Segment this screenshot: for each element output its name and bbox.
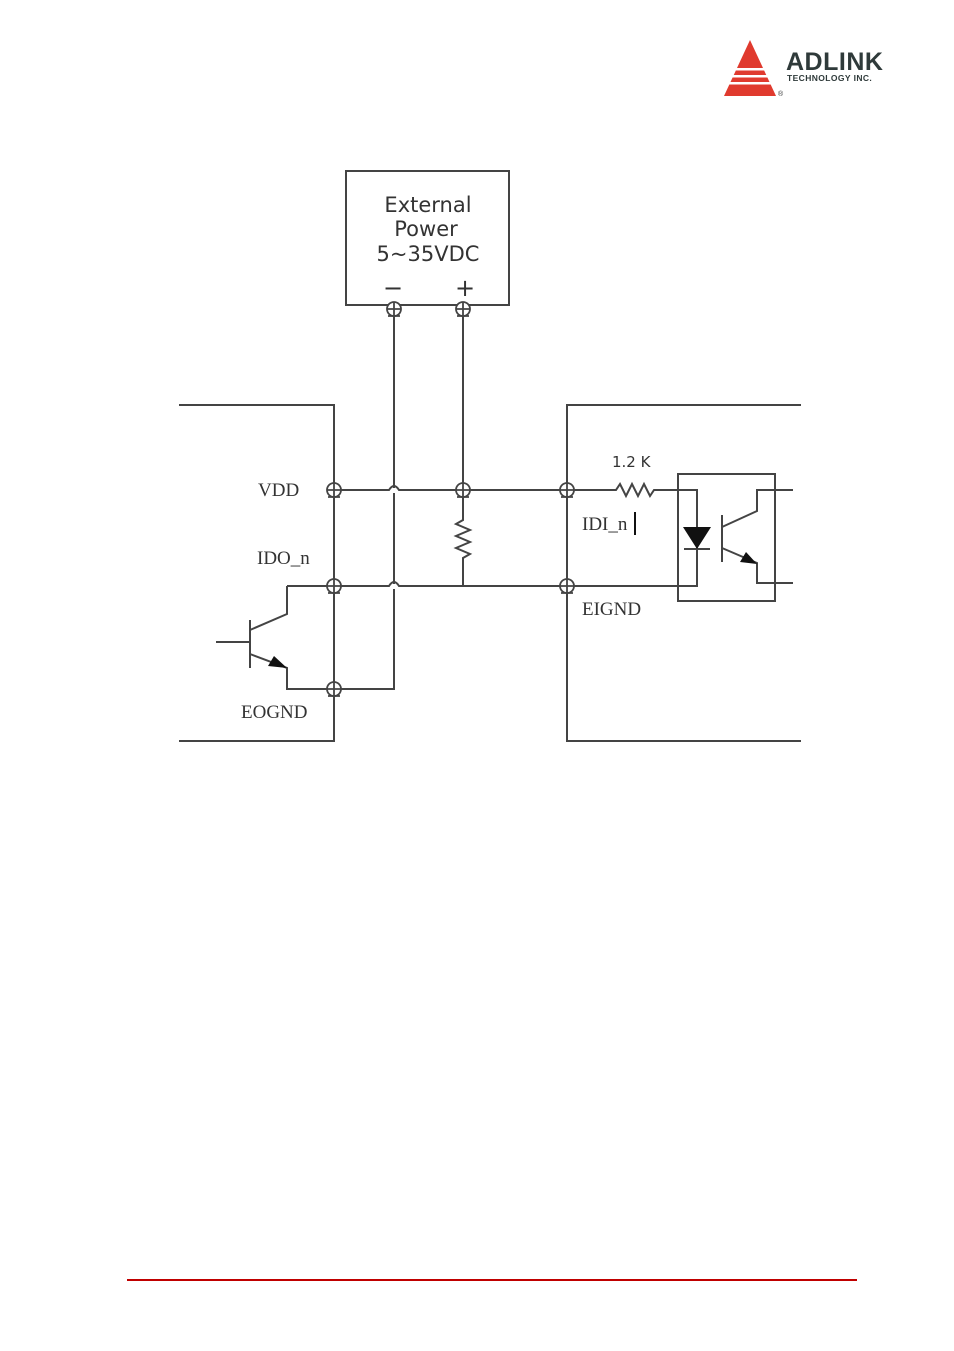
terminal-power-plus	[455, 301, 471, 317]
terminal-eignd	[559, 578, 575, 594]
vdd-label: VDD	[258, 480, 299, 501]
input-emitter-arrow-icon	[740, 552, 757, 564]
terminal-eognd	[326, 681, 342, 697]
led-diode-icon	[683, 527, 711, 549]
logo-tagline: TECHNOLOGY INC.	[787, 73, 873, 83]
terminal-junction-vdd	[455, 482, 471, 498]
pullup-resistor	[453, 490, 473, 586]
input-module-outline	[566, 404, 801, 742]
output-transistor-collector	[249, 586, 288, 631]
external-power-box	[345, 170, 510, 306]
adlink-logo: ® ADLINK TECHNOLOGY INC.	[720, 38, 915, 100]
logo-triangle-icon: ®	[724, 40, 784, 98]
minus-terminal-label: −	[383, 274, 403, 302]
input-resistor-circuit	[567, 481, 698, 587]
footer-rule	[127, 1279, 857, 1281]
terminal-vdd	[326, 482, 342, 498]
minus-wire	[334, 315, 395, 690]
terminal-input-vdd	[559, 482, 575, 498]
vdd-line	[334, 485, 567, 491]
optocoupler-box	[677, 473, 776, 602]
output-transistor-emitter	[249, 653, 334, 690]
ido-line	[287, 581, 567, 587]
ido-label: IDO_n	[257, 548, 310, 569]
plus-terminal-label: +	[455, 274, 475, 302]
logo-brand: ADLINK	[786, 48, 884, 76]
terminal-ido	[326, 578, 342, 594]
terminal-power-minus	[386, 301, 402, 317]
power-label-line2: Power	[394, 217, 458, 241]
registered-mark: ®	[778, 90, 784, 98]
power-label-line1: External	[384, 193, 471, 217]
eognd-label: EOGND	[241, 702, 308, 723]
output-emitter-arrow-icon	[268, 656, 287, 668]
resistor-value-label: 1.2 K	[612, 453, 652, 471]
idi-label: IDI_n	[582, 514, 628, 535]
phototransistor-emitter	[721, 547, 793, 584]
phototransistor-collector	[721, 489, 793, 528]
eignd-label: EIGND	[582, 599, 641, 620]
output-module-outline	[179, 404, 335, 742]
power-label-line3: 5~35VDC	[377, 242, 480, 266]
